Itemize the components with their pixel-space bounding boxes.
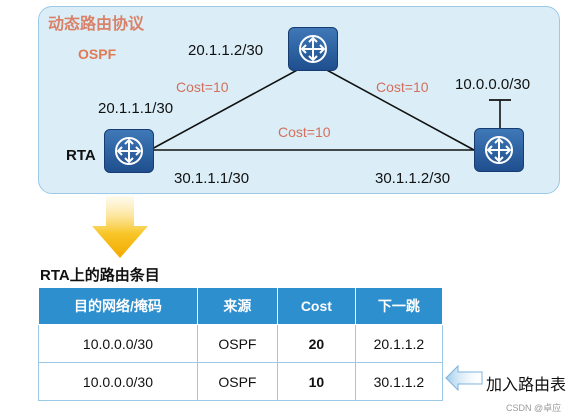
rta-ip-bottom: 30.1.1.1/30 [174,170,250,187]
panel-title: 动态路由协议 [48,16,145,33]
cell-cost: 20 [276,324,356,363]
link-left-top [149,61,313,151]
cost-left-top: Cost=10 [176,79,229,95]
protocol-label: OSPF [78,46,117,62]
router-top-icon [288,27,338,71]
right-network: 10.0.0.0/30 [455,76,531,93]
routing-table: 目的网络/掩码 来源 Cost 下一跳 10.0.0.0/30 OSPF 20 … [38,287,444,401]
header-destination: 目的网络/掩码 [38,287,198,325]
cell-destination: 10.0.0.0/30 [38,324,198,363]
link-top-right [311,61,475,151]
table-title: RTA上的路由条目 [40,267,160,284]
router-rta-icon [104,129,154,173]
cell-source: OSPF [196,362,278,401]
cost-top-right: Cost=10 [376,79,429,95]
watermark: CSDN @卓应 [506,403,562,413]
top-router-ip: 20.1.1.2/30 [188,42,264,59]
left-arrow-icon [445,364,483,392]
cell-next-hop: 20.1.1.2 [354,324,444,363]
cell-destination: 10.0.0.0/30 [38,362,198,401]
cell-next-hop: 30.1.1.2 [354,362,444,401]
table-row: 10.0.0.0/30 OSPF 10 30.1.1.2 [38,362,444,401]
cost-left-right: Cost=10 [278,124,331,140]
table-row: 10.0.0.0/30 OSPF 20 20.1.1.2 [38,324,444,363]
right-router-ip: 30.1.1.2/30 [375,170,451,187]
header-source: 来源 [196,287,278,325]
down-arrow-icon [92,196,148,258]
rta-ip-top: 20.1.1.1/30 [98,100,174,117]
header-next-hop: 下一跳 [354,287,444,325]
add-to-table-label: 加入路由表 [486,377,567,394]
cell-source: OSPF [196,324,278,363]
header-cost: Cost [276,287,356,325]
rta-name: RTA [66,147,96,164]
router-right-icon [474,128,524,172]
cell-cost: 10 [276,362,356,401]
table-header-row: 目的网络/掩码 来源 Cost 下一跳 [38,287,444,325]
